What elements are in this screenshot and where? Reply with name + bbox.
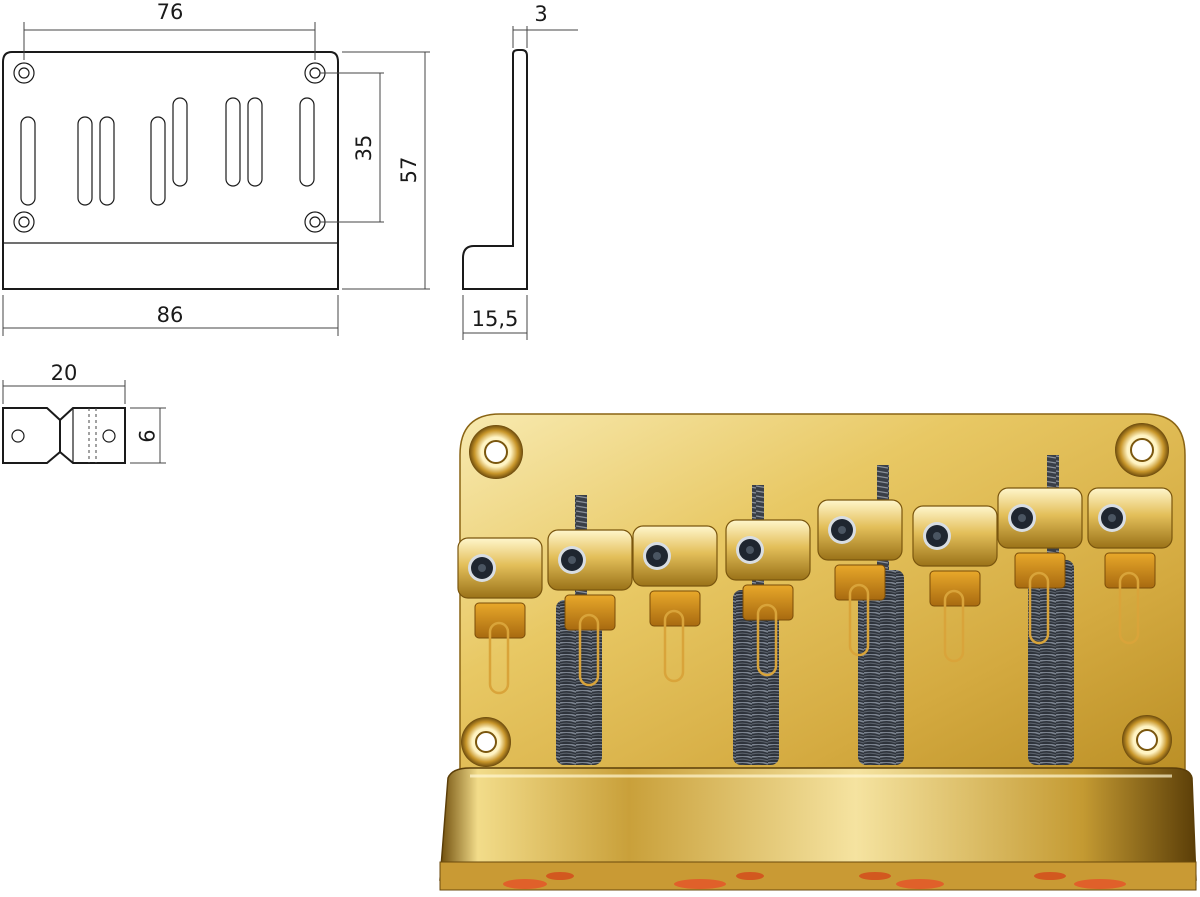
saddle-6 — [912, 505, 998, 663]
dim-hole-spacing: 35 — [320, 72, 384, 223]
dim-saddle-height: 9 — [130, 407, 166, 464]
dim-label-57: 57 — [397, 157, 421, 184]
saddle-4 — [725, 519, 811, 677]
front-view-drawing: 76 86 35 57 — [2, 0, 430, 336]
dim-label-15-5: 15,5 — [472, 307, 519, 331]
bridge-product-photo — [439, 413, 1197, 891]
saddle-screw-hole-left — [11, 429, 25, 443]
saddle-2 — [547, 529, 633, 687]
saddle-drawing: 20 9 — [2, 361, 166, 464]
front-plate-outline — [2, 51, 339, 290]
dim-label-35: 35 — [352, 135, 376, 162]
dim-label-20: 20 — [51, 361, 78, 385]
photo-mounting-holes — [461, 423, 1172, 767]
saddle-5 — [817, 499, 903, 657]
dim-top-width: 76 — [23, 0, 316, 60]
saddle-1 — [457, 537, 543, 695]
dim-side-depth: 15,5 — [462, 295, 528, 340]
dim-label-3: 3 — [534, 2, 547, 26]
bridge-saddles — [457, 487, 1173, 695]
side-profile-outline — [462, 49, 528, 290]
saddle-7 — [997, 487, 1083, 645]
saddle-3 — [632, 525, 718, 683]
dim-saddle-length: 20 — [2, 361, 126, 404]
dim-thickness: 3 — [512, 2, 578, 48]
dim-label-9: 9 — [134, 429, 158, 442]
dim-label-86: 86 — [157, 303, 184, 327]
string-holes-bottom — [503, 872, 1126, 889]
bridge-front-lip — [439, 767, 1197, 881]
dim-base-width: 86 — [2, 295, 339, 336]
saddle-screw-hole-right — [102, 429, 116, 443]
saddle-8 — [1087, 487, 1173, 645]
string-slots — [20, 97, 315, 206]
dim-label-76: 76 — [157, 0, 184, 24]
bridge-lip-bottom — [439, 861, 1197, 891]
side-view-drawing: 3 15,5 — [462, 2, 578, 340]
dim-total-height: 57 — [342, 51, 430, 290]
